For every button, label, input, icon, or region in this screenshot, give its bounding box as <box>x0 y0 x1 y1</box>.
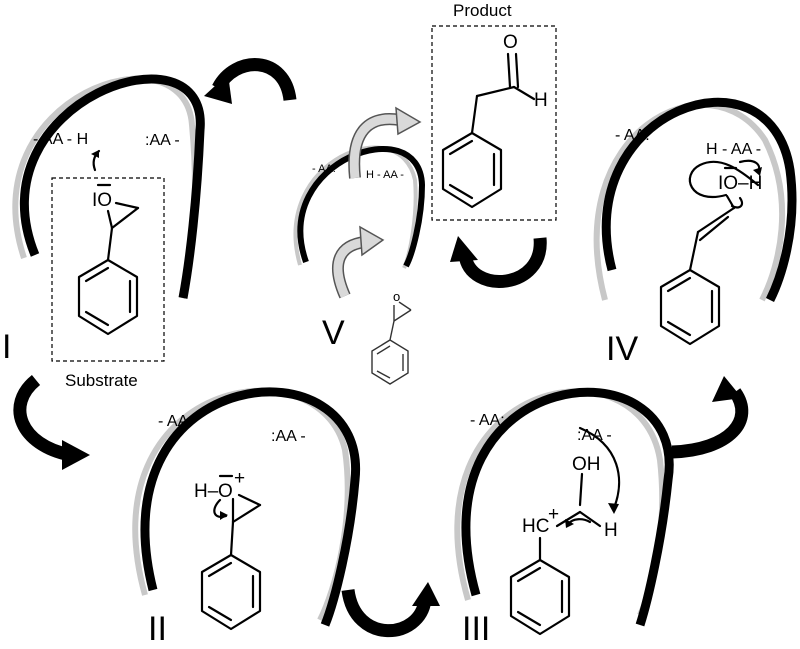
stage-I-arrowhead <box>91 150 99 158</box>
stage-I-residue-left: - AA - H <box>33 131 88 148</box>
cycle-arrow-product <box>458 237 547 288</box>
stage-IV-arrow-b <box>688 160 760 198</box>
stage-III-arrowhead-b <box>565 519 574 528</box>
cycle-arrow-left <box>13 374 72 462</box>
substrate-box <box>51 177 165 362</box>
cycle-arrowhead <box>204 74 232 104</box>
stage-III-h: H <box>604 520 618 541</box>
stage-IV-residue-left: - AA: <box>615 127 650 144</box>
cycle-arrow-bottom <box>341 588 432 638</box>
cycle-arrow-right <box>671 388 749 459</box>
entry-arrowhead <box>359 225 385 257</box>
product-benzene <box>441 131 503 209</box>
stage-II-residue-right: :AA - <box>271 428 306 445</box>
stage-III-pocket <box>454 387 674 627</box>
product-label: Product <box>453 1 512 20</box>
cycle-arrowhead <box>712 376 742 402</box>
stage-II-residue-left: - AA: <box>158 413 193 430</box>
stage-IV-residue-right: H - AA - <box>706 141 761 158</box>
stage-III-plus: + <box>548 504 559 525</box>
stage-III-residue-left: - AA: <box>470 412 505 429</box>
cycle-arrowhead <box>450 236 478 262</box>
stage-III-arrow-a <box>578 426 621 510</box>
stage-III-hc: HC <box>522 516 549 537</box>
stage-I-epoxide <box>106 201 140 262</box>
stage-II-epoxide <box>229 493 262 557</box>
product-hydrogen: H <box>534 90 548 111</box>
stage-IV-enol <box>688 194 736 272</box>
stage-II-oxygen: O <box>218 481 233 502</box>
stage-V-epoxide <box>389 301 412 341</box>
release-arrowhead <box>395 106 422 136</box>
stage-III-label: III <box>462 610 490 648</box>
stage-II-arrowhead <box>220 511 228 520</box>
stage-IV-arrowhead <box>753 167 762 176</box>
stage-I-label: I <box>2 328 11 366</box>
stage-III-benzene <box>509 558 571 636</box>
stage-V-oxygen: o <box>393 289 400 304</box>
stage-V-label: V <box>322 314 345 352</box>
stage-IV-label: IV <box>606 330 638 368</box>
stage-II-plus: + <box>234 468 245 489</box>
product-box <box>431 25 557 221</box>
stage-V-residue-right: H - AA - <box>366 169 404 181</box>
entry-arrow <box>333 237 366 298</box>
stage-I-oxygen: IO <box>92 190 112 211</box>
stage-V-benzene <box>371 339 409 385</box>
stage-I-pocket <box>12 74 205 299</box>
stage-II-hydrogen: H– <box>194 481 219 502</box>
stage-II-pocket <box>132 387 360 627</box>
cycle-arrowhead <box>62 440 90 470</box>
stage-IV-pocket <box>593 97 797 303</box>
stage-II-benzene <box>200 553 262 631</box>
cycle-arrowhead <box>412 582 440 606</box>
release-arrow <box>349 114 401 179</box>
product-aldehyde <box>470 52 536 135</box>
stage-III-arrowhead-a <box>608 503 619 514</box>
stage-III-bonds <box>538 472 602 562</box>
stage-I-residue-right: :AA - <box>145 132 180 149</box>
substrate-label: Substrate <box>65 371 138 390</box>
stage-V-pocket <box>293 145 426 269</box>
stage-V-residue-left: - AA: <box>312 163 336 175</box>
stage-I-benzene <box>77 258 139 336</box>
product-oxygen: O <box>503 32 518 53</box>
stage-III-oh: OH <box>572 454 601 475</box>
stage-IV-benzene <box>659 268 721 346</box>
stage-II-label: II <box>148 610 167 648</box>
